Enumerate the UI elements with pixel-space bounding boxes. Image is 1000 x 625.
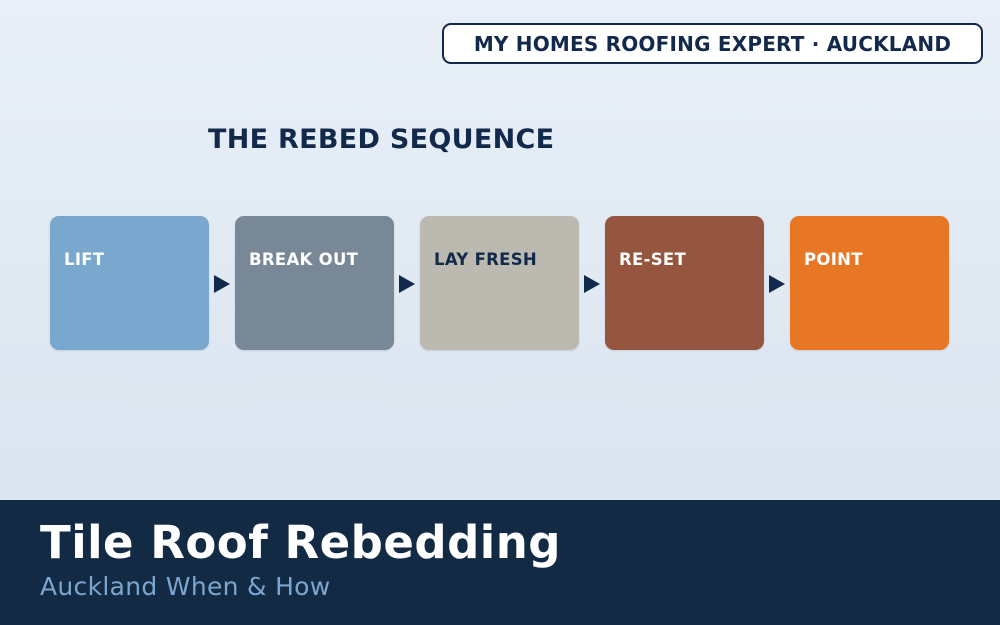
page-title: Tile Roof Rebedding <box>40 516 561 569</box>
step-break-out: BREAK OUT <box>235 216 394 350</box>
step-label: LAY FRESH <box>434 250 538 269</box>
step-label: RE-SET <box>619 250 687 269</box>
arrow-right-icon <box>399 275 415 293</box>
step-label: POINT <box>804 250 863 269</box>
step-lay-fresh: LAY FRESH <box>420 216 579 350</box>
step-point: POINT <box>790 216 949 350</box>
rebed-sequence-diagram: LIFT BREAK OUT LAY FRESH RE-SET POINT <box>50 216 950 351</box>
step-label: LIFT <box>64 250 105 269</box>
step-lift: LIFT <box>50 216 209 350</box>
arrow-right-icon <box>214 275 230 293</box>
brand-badge: MY HOMES ROOFING EXPERT · AUCKLAND <box>442 23 983 64</box>
footer-banner <box>0 500 1000 625</box>
arrow-right-icon <box>584 275 600 293</box>
step-label: BREAK OUT <box>249 250 359 269</box>
page-subtitle: Auckland When & How <box>40 572 331 601</box>
step-re-set: RE-SET <box>605 216 764 350</box>
arrow-right-icon <box>769 275 785 293</box>
brand-label: MY HOMES ROOFING EXPERT · AUCKLAND <box>473 31 952 56</box>
sequence-title: THE REBED SEQUENCE <box>208 124 555 155</box>
